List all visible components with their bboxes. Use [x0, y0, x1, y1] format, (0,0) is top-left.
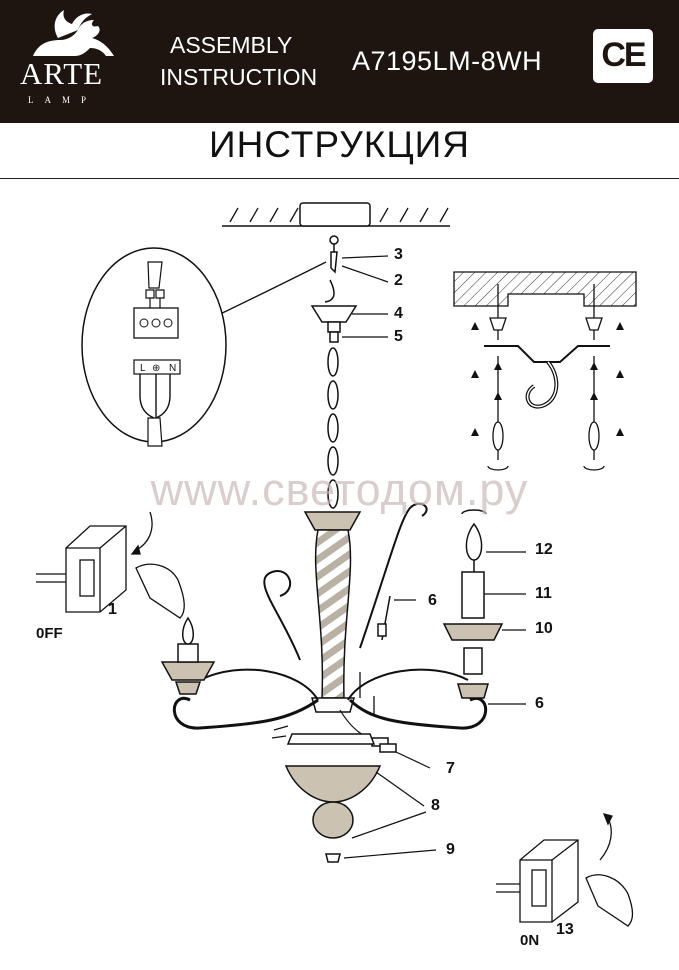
doc-type-line-1: ASSEMBLY — [170, 32, 293, 58]
callout-11: 11 — [535, 585, 552, 602]
switch-on-label: 0N — [520, 932, 540, 949]
terminal-block-detail: L ⊕ N — [81, 247, 227, 447]
griffin-logo-icon — [33, 10, 114, 56]
switch-on-diagram — [496, 813, 634, 927]
callout-4: 4 — [394, 305, 403, 322]
ceiling — [222, 202, 450, 227]
terminal-label-n: N — [169, 363, 176, 374]
callout-9: 9 — [446, 841, 455, 858]
terminal-label-earth: ⊕ — [152, 363, 160, 374]
terminal-label-l: L — [140, 363, 146, 374]
callout-6-arm: 6 — [535, 695, 544, 712]
title-rule — [0, 178, 679, 179]
callout-8: 8 — [431, 797, 440, 814]
mounting-bracket-detail — [453, 271, 637, 471]
callout-7: 7 — [446, 760, 455, 777]
wire-callout-line — [211, 261, 327, 319]
hanging-hook-and-chain — [310, 235, 358, 509]
watermark: www.светодом.ру — [150, 464, 529, 515]
callout-3: 3 — [394, 246, 403, 263]
brand-subtitle: LAMP — [28, 95, 98, 105]
callout-2: 2 — [394, 272, 403, 289]
chandelier — [160, 502, 504, 863]
page-title: ИНСТРУКЦИЯ — [208, 124, 470, 165]
callout-12: 12 — [535, 541, 553, 558]
ce-mark-box: CE — [593, 29, 653, 83]
switch-off-diagram — [36, 511, 185, 619]
callout-6-cable: 6 — [428, 592, 437, 609]
model-number: A7195LM-8WH — [352, 46, 543, 76]
brand-name: ARTE — [20, 56, 104, 91]
callout-5: 5 — [394, 328, 403, 345]
ce-mark: CE — [601, 36, 646, 74]
callout-10: 10 — [535, 620, 553, 637]
callout-1: 1 — [108, 601, 117, 618]
doc-type-line-2: INSTRUCTION — [160, 64, 318, 90]
switch-off-label: 0FF — [36, 625, 63, 642]
header-bar: ARTE LAMP ASSEMBLY INSTRUCTION A7195LM-8… — [0, 0, 679, 123]
leader-lines — [341, 255, 526, 859]
callout-13: 13 — [556, 921, 574, 938]
